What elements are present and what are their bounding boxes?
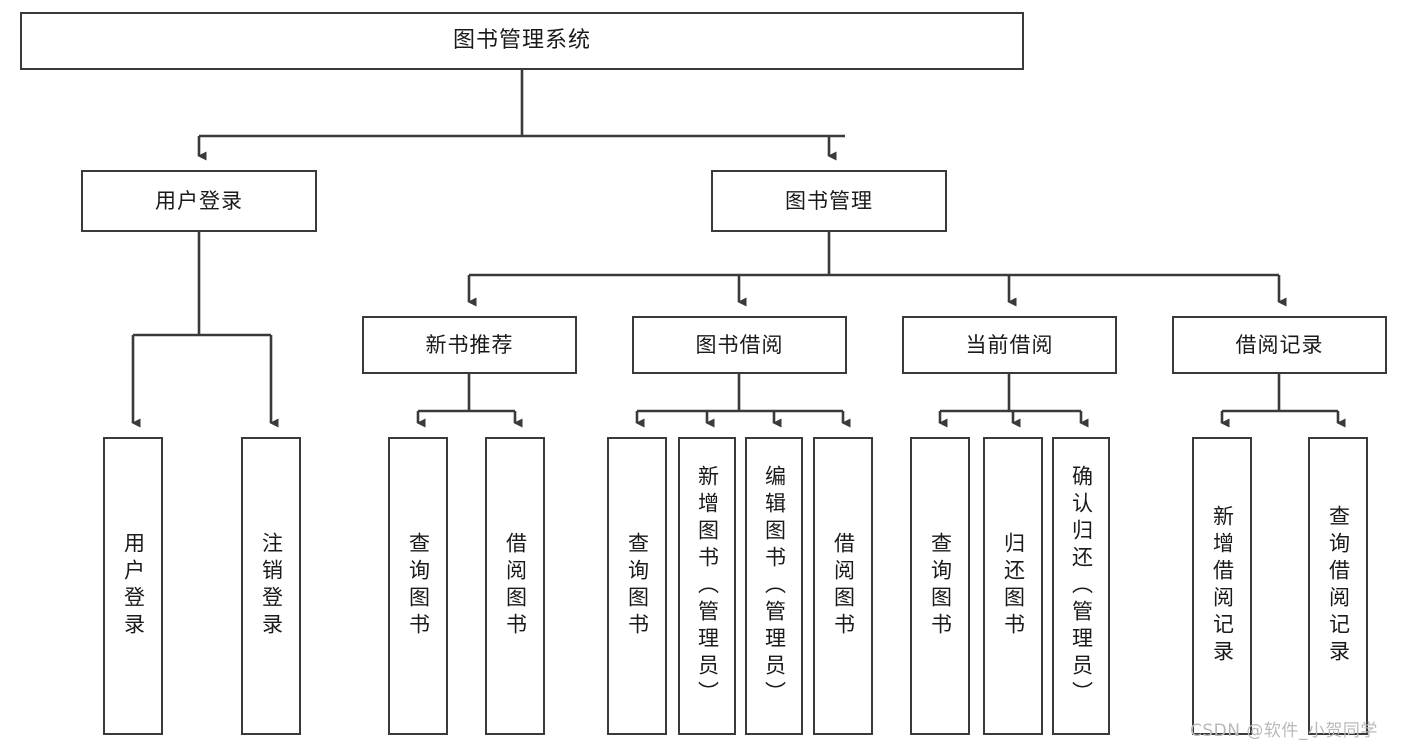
node-label: 借阅记录	[1235, 332, 1324, 357]
node-label: 归还图书	[1001, 532, 1026, 640]
node-bookmgmt[interactable]: 图书管理	[711, 170, 947, 232]
node-label: 借阅图书	[831, 532, 856, 640]
node-leaf-return-book[interactable]: 归还图书	[983, 437, 1043, 735]
node-label: 查询图书	[625, 532, 650, 640]
node-leaf-user-logout[interactable]: 注销登录	[241, 437, 301, 735]
node-label: 图书管理	[785, 188, 873, 213]
node-label: 用户登录	[155, 188, 243, 213]
node-leaf-borrow-book-2[interactable]: 借阅图书	[813, 437, 873, 735]
node-label: 新增图书（管理员）	[695, 464, 720, 708]
node-label: 编辑图书（管理员）	[762, 464, 787, 708]
node-leaf-query-book-3[interactable]: 查询图书	[910, 437, 970, 735]
node-label: 查询图书	[406, 532, 431, 640]
node-label: 当前借阅	[965, 332, 1054, 357]
node-borrow[interactable]: 图书借阅	[632, 316, 847, 374]
node-label: 图书管理系统	[452, 28, 591, 54]
node-label: 图书借阅	[695, 332, 784, 357]
node-leaf-edit-book[interactable]: 编辑图书（管理员）	[745, 437, 803, 735]
node-label: 查询图书	[928, 532, 953, 640]
node-label: 新书推荐	[425, 332, 514, 357]
node-label: 确认归还（管理员）	[1069, 464, 1094, 708]
node-leaf-query-book-1[interactable]: 查询图书	[388, 437, 448, 735]
node-root[interactable]: 图书管理系统	[20, 12, 1024, 70]
node-record[interactable]: 借阅记录	[1172, 316, 1387, 374]
node-leaf-query-book-2[interactable]: 查询图书	[607, 437, 667, 735]
node-newbook[interactable]: 新书推荐	[362, 316, 577, 374]
node-login[interactable]: 用户登录	[81, 170, 317, 232]
node-label: 注销登录	[259, 532, 284, 640]
node-leaf-borrow-book-1[interactable]: 借阅图书	[485, 437, 545, 735]
node-leaf-add-record[interactable]: 新增借阅记录	[1192, 437, 1252, 735]
node-leaf-confirm-return[interactable]: 确认归还（管理员）	[1052, 437, 1110, 735]
node-current[interactable]: 当前借阅	[902, 316, 1117, 374]
node-leaf-user-login[interactable]: 用户登录	[103, 437, 163, 735]
node-label: 新增借阅记录	[1210, 505, 1235, 667]
watermark-text: CSDN @软件_小贺同学	[1190, 721, 1378, 741]
node-label: 查询借阅记录	[1326, 505, 1351, 667]
node-label: 借阅图书	[503, 532, 528, 640]
node-label: 用户登录	[121, 532, 146, 640]
node-leaf-add-book[interactable]: 新增图书（管理员）	[678, 437, 736, 735]
node-leaf-query-record[interactable]: 查询借阅记录	[1308, 437, 1368, 735]
